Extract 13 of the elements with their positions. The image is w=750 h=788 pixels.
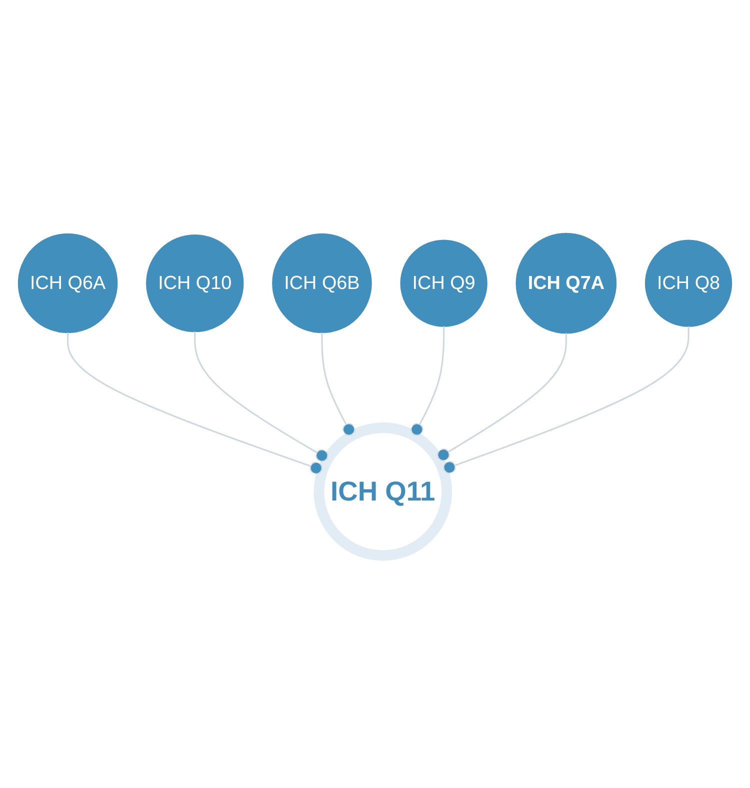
connector: [442, 326, 690, 474]
connector: [321, 332, 356, 436]
node-circle: ICH Q8: [644, 239, 732, 326]
connector: [67, 332, 323, 474]
connector: [194, 331, 328, 462]
node-circle: ICH Q11: [314, 422, 452, 560]
node-circle: ICH Q6A: [18, 232, 118, 333]
node-circle: ICH Q6B: [272, 232, 372, 333]
connector: [437, 332, 567, 461]
connector: [410, 326, 445, 436]
node-circle: ICH Q7A: [516, 232, 617, 334]
node-circle: ICH Q9: [400, 239, 488, 326]
node-circle: ICH Q10: [146, 234, 244, 332]
